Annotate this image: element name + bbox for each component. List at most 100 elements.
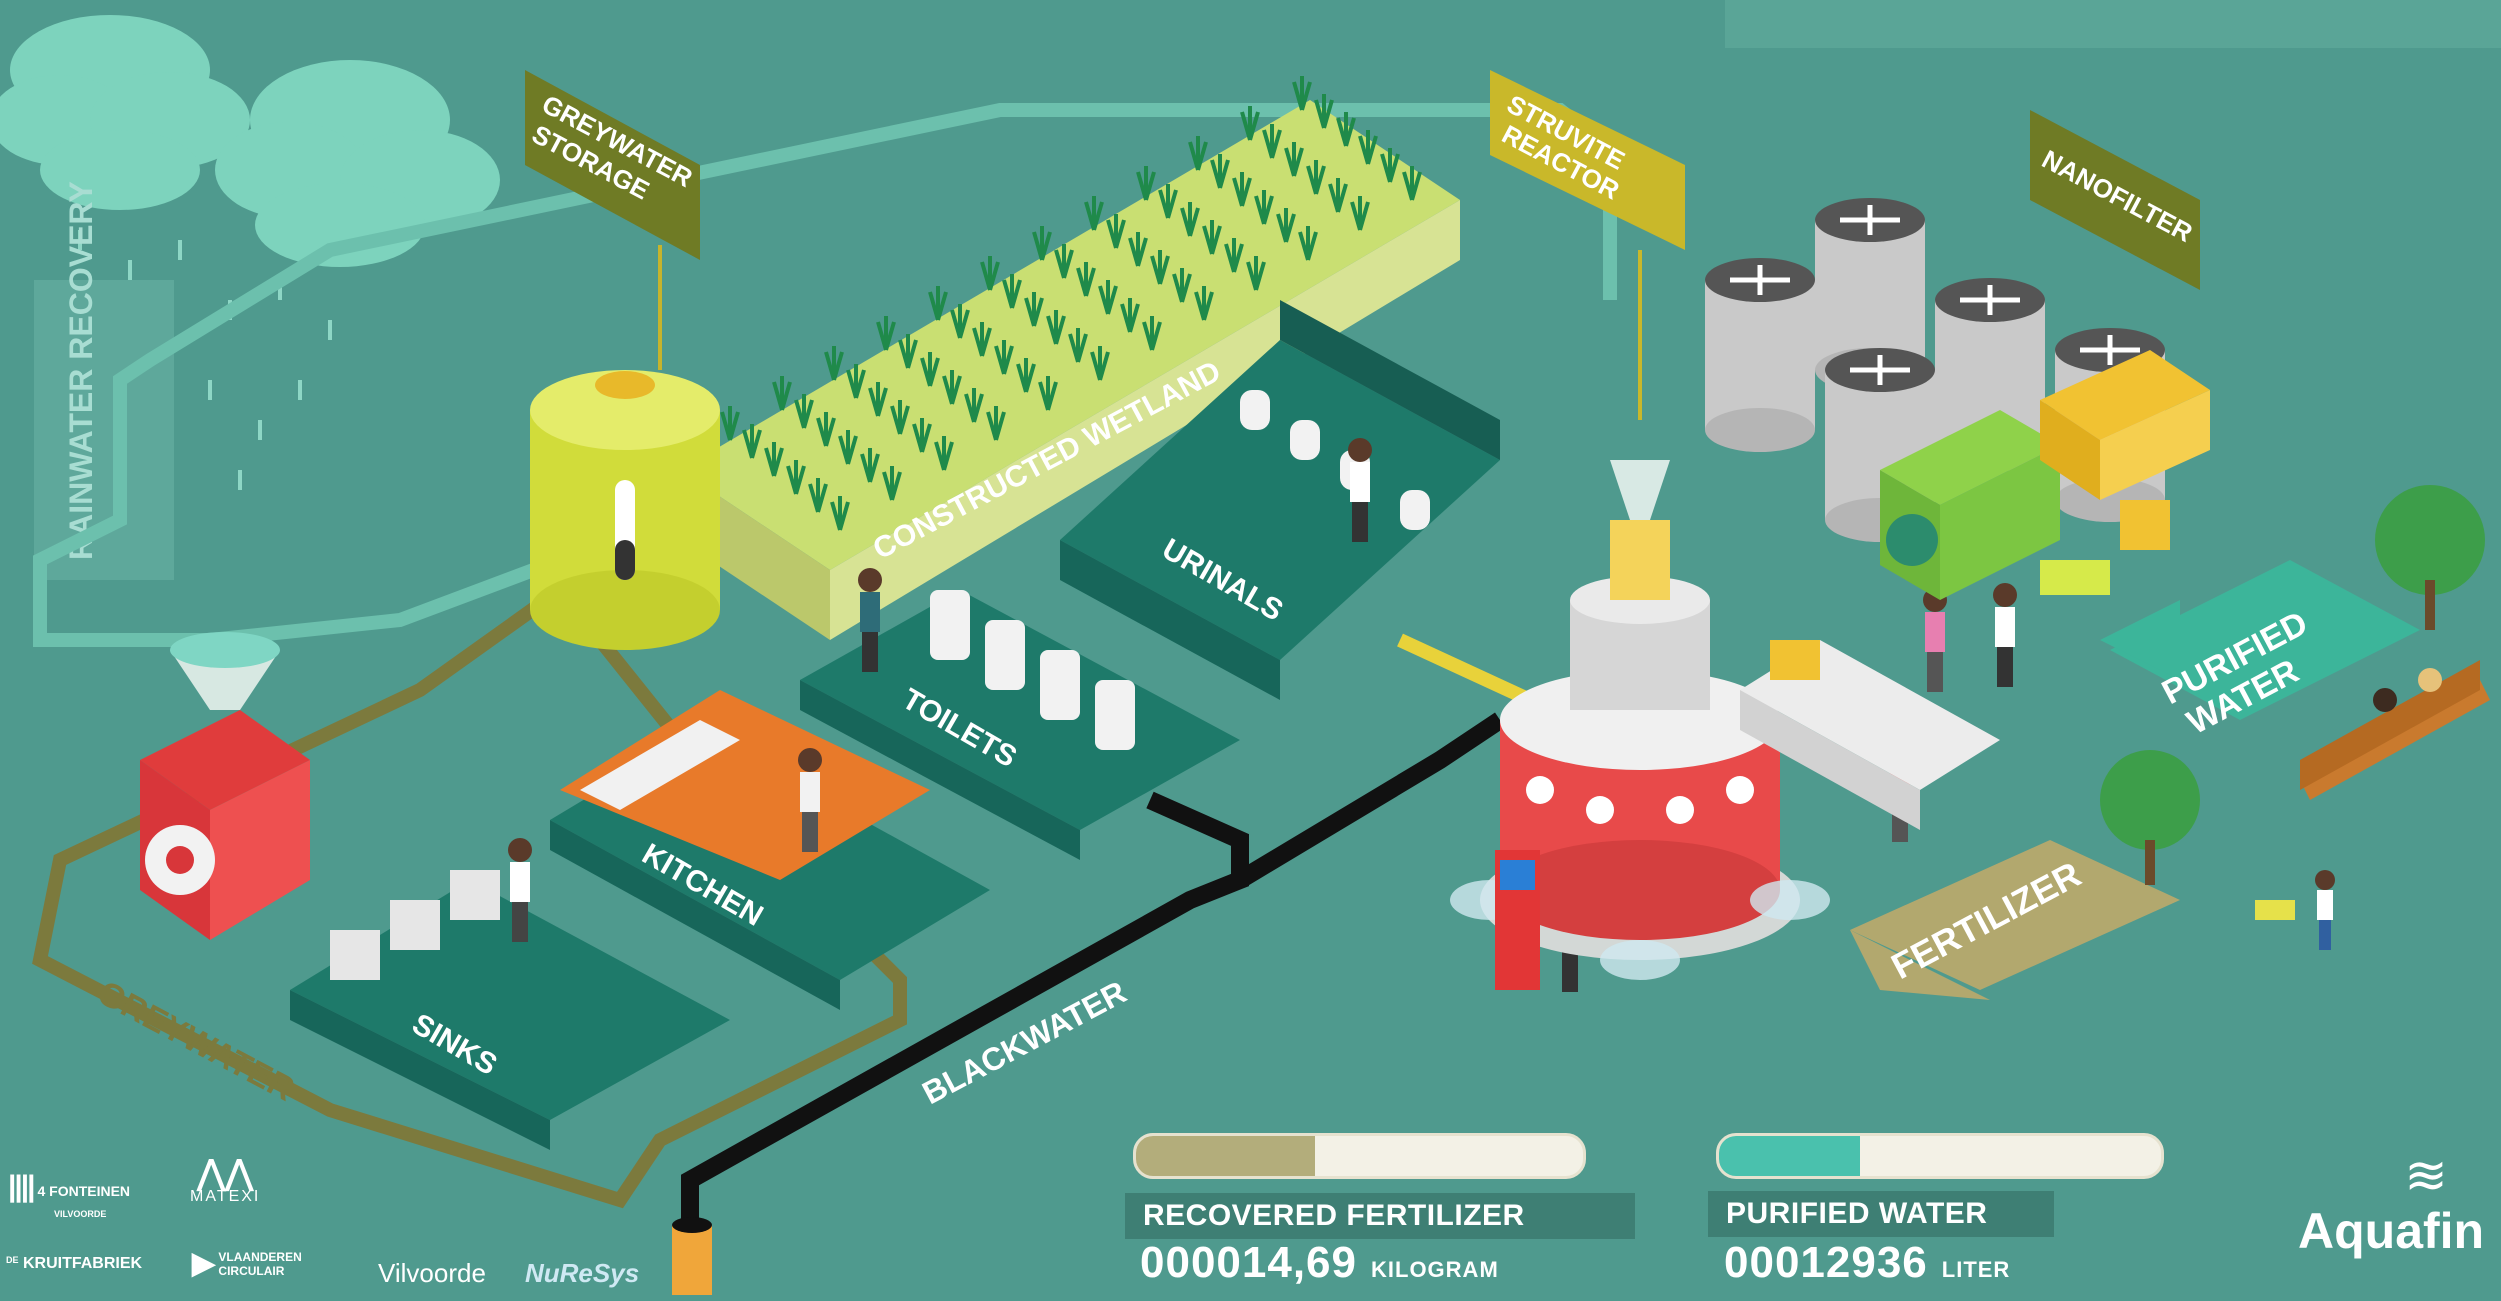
reed-plant	[1350, 196, 1370, 231]
reed-plant	[1306, 160, 1326, 195]
reed-plant	[1180, 202, 1200, 237]
greywater-label: GREYWATER	[91, 974, 300, 1109]
struvite-reactor-sign	[1490, 70, 1685, 420]
reed-plant	[824, 346, 844, 381]
reed-plant	[764, 442, 784, 477]
reed-plant	[950, 304, 970, 339]
reed-plant	[1298, 226, 1318, 261]
reed-plant	[934, 436, 954, 471]
reed-plant	[1120, 298, 1140, 333]
reed-plant	[1224, 238, 1244, 273]
reed-plant	[1240, 106, 1260, 141]
reed-plant	[860, 448, 880, 483]
reed-plant	[786, 460, 806, 495]
reed-plant	[986, 406, 1006, 441]
logo-4-fonteinen-sub: VILVOORDE	[54, 1209, 107, 1219]
water-unit: LITER	[1941, 1257, 2011, 1282]
nanofilter-unit	[1880, 350, 2210, 600]
fertilizer-value: 000014,69	[1140, 1238, 1357, 1287]
purified-water-arrow	[2100, 560, 2420, 720]
reed-plant	[808, 478, 828, 513]
blackwater-outlet	[672, 1217, 712, 1295]
reed-plant	[1054, 244, 1074, 279]
reed-plant	[846, 364, 866, 399]
reed-plant	[1046, 310, 1066, 345]
water-progress-bar	[1716, 1133, 2164, 1179]
kiosk	[1495, 850, 1540, 990]
logo-nuresys: NuReSys	[525, 1258, 640, 1288]
top-panel	[1725, 0, 2501, 48]
reed-plant	[1232, 172, 1252, 207]
water-progress-fill	[1719, 1136, 1861, 1176]
logo-aquafin: ≋ Aquafin	[2298, 1147, 2485, 1259]
fertilizer-conveyor	[1740, 640, 2000, 830]
reed-plant	[1158, 184, 1178, 219]
reed-plant	[1358, 130, 1378, 165]
reed-plant	[1262, 124, 1282, 159]
reed-plant	[1106, 214, 1126, 249]
logo-kruitfabriek-text: KRUITFABRIEK	[22, 1255, 143, 1272]
fertilizer-caption: RECOVERED FERTILIZER	[1125, 1193, 1635, 1239]
reed-plant	[1246, 256, 1266, 291]
reed-plant	[816, 412, 836, 447]
kitchen-room	[550, 690, 990, 1010]
cloud-icon	[0, 15, 500, 267]
reed-plant	[1276, 208, 1296, 243]
reed-plant	[794, 394, 814, 429]
reed-plant	[1128, 232, 1148, 267]
reed-plant	[838, 430, 858, 465]
reed-plant	[980, 256, 1000, 291]
reed-plant	[1336, 112, 1356, 147]
fertilizer-progress-fill	[1136, 1136, 1315, 1176]
reed-plant	[1090, 346, 1110, 381]
toilets-room	[800, 590, 1240, 860]
reed-plant	[890, 400, 910, 435]
toy-car-icon	[2255, 900, 2295, 920]
rainwater-collector	[140, 632, 310, 940]
logo-kruitfabriek: DE KRUITFABRIEK	[6, 1255, 142, 1273]
toilet-fixtures	[930, 390, 1430, 750]
reed-plant	[1172, 268, 1192, 303]
reed-plant	[994, 340, 1014, 375]
reed-plant	[1380, 148, 1400, 183]
sinks-room	[290, 870, 730, 1150]
fertilizer-progress-bar	[1133, 1133, 1586, 1179]
reed-plant	[1084, 196, 1104, 231]
tree-icon	[2100, 485, 2485, 885]
blackwater-pipe	[681, 712, 1505, 1240]
reed-plant	[868, 382, 888, 417]
filter-tank	[1705, 258, 1815, 452]
reed-plant	[920, 352, 940, 387]
greywater-storage-sign	[525, 70, 700, 370]
reed-plant	[1284, 142, 1304, 177]
reed-plant	[972, 322, 992, 357]
reed-plant	[1314, 94, 1334, 129]
reed-plant	[1194, 286, 1214, 321]
reed-plant	[1210, 154, 1230, 189]
urine-pipe	[1397, 633, 1533, 707]
rainwater-recovery-label: RAINWATER RECOVERY	[63, 181, 99, 560]
fertilizer-arrow	[1850, 840, 2180, 1000]
logo-vlaanderen-line1: VLAANDEREN	[218, 1250, 302, 1264]
logo-4-fonteinen-text: 4 FONTEINEN	[37, 1183, 131, 1199]
reed-plant	[964, 388, 984, 423]
reed-plant	[1068, 328, 1088, 363]
reed-plant	[1016, 358, 1036, 393]
nanofilter-sign	[2030, 110, 2200, 290]
reed-plant	[720, 406, 740, 441]
reed-plant	[1202, 220, 1222, 255]
bench-icon	[2300, 660, 2490, 800]
reed-plant	[830, 496, 850, 531]
logo-vlaanderen-line2: CIRCULAIR	[218, 1264, 285, 1278]
reed-plant	[912, 418, 932, 453]
reed-plant	[1292, 76, 1312, 111]
reed-plant	[1076, 262, 1096, 297]
people	[508, 438, 2335, 992]
urinals-room	[1060, 300, 1500, 700]
reed-plant	[1098, 280, 1118, 315]
reed-plant	[1142, 316, 1162, 351]
reed-plant	[1032, 226, 1052, 261]
